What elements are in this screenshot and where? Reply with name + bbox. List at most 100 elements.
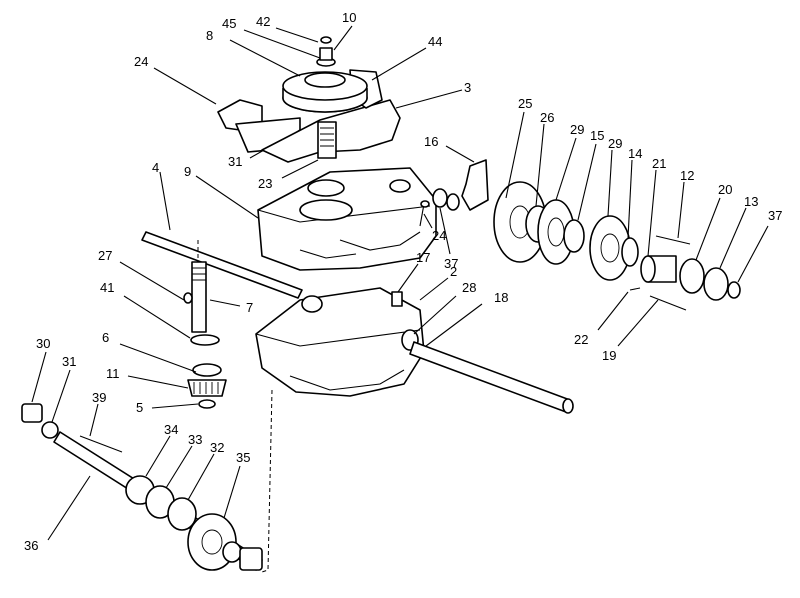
axle-18 — [409, 341, 571, 413]
leader-45 — [243, 29, 321, 59]
callout-35: 35 — [236, 450, 250, 465]
callout-2: 2 — [450, 264, 457, 279]
key-27 — [183, 292, 193, 304]
leader-36 — [47, 475, 91, 541]
pinion-teeth — [193, 382, 219, 394]
leader-31a — [249, 149, 265, 159]
callout-16: 16 — [424, 134, 438, 149]
callout-37: 37 — [768, 208, 782, 223]
callout-26: 26 — [540, 110, 554, 125]
leader-37a — [737, 225, 769, 283]
callout-15: 15 — [590, 128, 604, 143]
upper-housing-body — [257, 167, 437, 271]
housing-bearing-seat — [389, 179, 411, 193]
callout-8: 8 — [206, 28, 213, 43]
key-19 — [649, 295, 687, 311]
housing-rib-2 — [299, 249, 357, 259]
leader-23 — [281, 159, 319, 179]
callout-28: 28 — [462, 280, 476, 295]
leader-30 — [31, 351, 47, 403]
washer-lower — [222, 541, 242, 563]
ring-15 — [563, 219, 585, 253]
callout-13: 13 — [744, 194, 758, 209]
retaining-ring-5 — [198, 399, 216, 409]
seal-37 — [727, 281, 741, 299]
washer-left — [446, 193, 460, 211]
callout-25: 25 — [518, 96, 532, 111]
bearing-30 — [21, 403, 43, 423]
washer-14 — [621, 237, 639, 267]
leader-26 — [535, 123, 545, 207]
leader-37b — [439, 207, 451, 255]
callout-14: 14 — [628, 146, 642, 161]
right-gear-stack — [493, 181, 741, 311]
callout-37-second: 37 — [444, 256, 458, 271]
pulley-assembly — [217, 36, 401, 163]
bearing-13 — [703, 267, 729, 301]
callout-6: 6 — [102, 330, 109, 345]
callout-22: 22 — [574, 332, 588, 347]
upper-housing — [257, 167, 460, 271]
housing-bearing — [301, 295, 323, 313]
leader-27 — [119, 261, 185, 301]
housing-boss-base — [299, 199, 353, 221]
vertical-shaft-splines — [192, 267, 206, 281]
leader-22 — [597, 291, 629, 331]
callout-41: 41 — [100, 280, 114, 295]
bolt — [419, 203, 425, 227]
leader-4 — [159, 171, 171, 231]
leader-41 — [123, 295, 191, 339]
shift-fork — [461, 159, 489, 211]
leader-29b — [607, 149, 613, 217]
bolt-head — [420, 200, 430, 208]
long-shaft-4 — [141, 231, 303, 299]
callout-24-second: 24 — [432, 228, 446, 243]
callout-36: 36 — [24, 538, 38, 553]
leader-13 — [719, 207, 747, 269]
pinion-gear-11 — [187, 379, 227, 397]
nut — [319, 47, 333, 61]
pin-22 — [629, 287, 641, 291]
leader-15 — [577, 143, 597, 221]
leader-10 — [333, 25, 353, 51]
callout-21: 21 — [652, 156, 666, 171]
callout-29-second: 29 — [608, 136, 622, 151]
callout-4: 4 — [152, 160, 159, 175]
callout-34: 34 — [164, 422, 178, 437]
callout-31: 31 — [228, 154, 242, 169]
callout-30: 30 — [36, 336, 50, 351]
leader-24a — [153, 67, 217, 105]
leader-11 — [127, 375, 189, 389]
axle-end — [562, 398, 574, 414]
lower-housing-rib — [289, 369, 405, 391]
washer-6 — [192, 363, 222, 377]
callout-11: 11 — [106, 366, 120, 381]
housing-rib — [339, 231, 421, 251]
vertical-shaft-assembly — [183, 240, 227, 409]
leader-8 — [229, 39, 301, 77]
key-12 — [655, 235, 691, 245]
leader-12 — [677, 181, 685, 239]
vertical-shaft-7 — [191, 261, 207, 333]
leader-28 — [413, 295, 457, 335]
cap-nut — [320, 36, 332, 44]
leader-24b — [423, 213, 433, 229]
callout-23: 23 — [258, 176, 272, 191]
leader-21 — [647, 169, 657, 257]
leader-20 — [695, 197, 721, 261]
leader-31b — [51, 369, 71, 423]
pulley-hub — [304, 72, 346, 88]
leader-16 — [445, 145, 475, 163]
leader-33 — [165, 445, 193, 489]
housing-boss — [307, 179, 345, 197]
leader-34 — [145, 435, 171, 477]
leader-3 — [395, 89, 463, 109]
assembly-line — [261, 389, 273, 573]
leader-29a — [555, 137, 577, 201]
callout-39: 39 — [92, 390, 106, 405]
callout-29: 29 — [570, 122, 584, 137]
callout-10: 10 — [342, 10, 356, 25]
callout-45: 45 — [222, 16, 236, 31]
callout-17: 17 — [416, 250, 430, 265]
leader-2 — [419, 277, 449, 301]
